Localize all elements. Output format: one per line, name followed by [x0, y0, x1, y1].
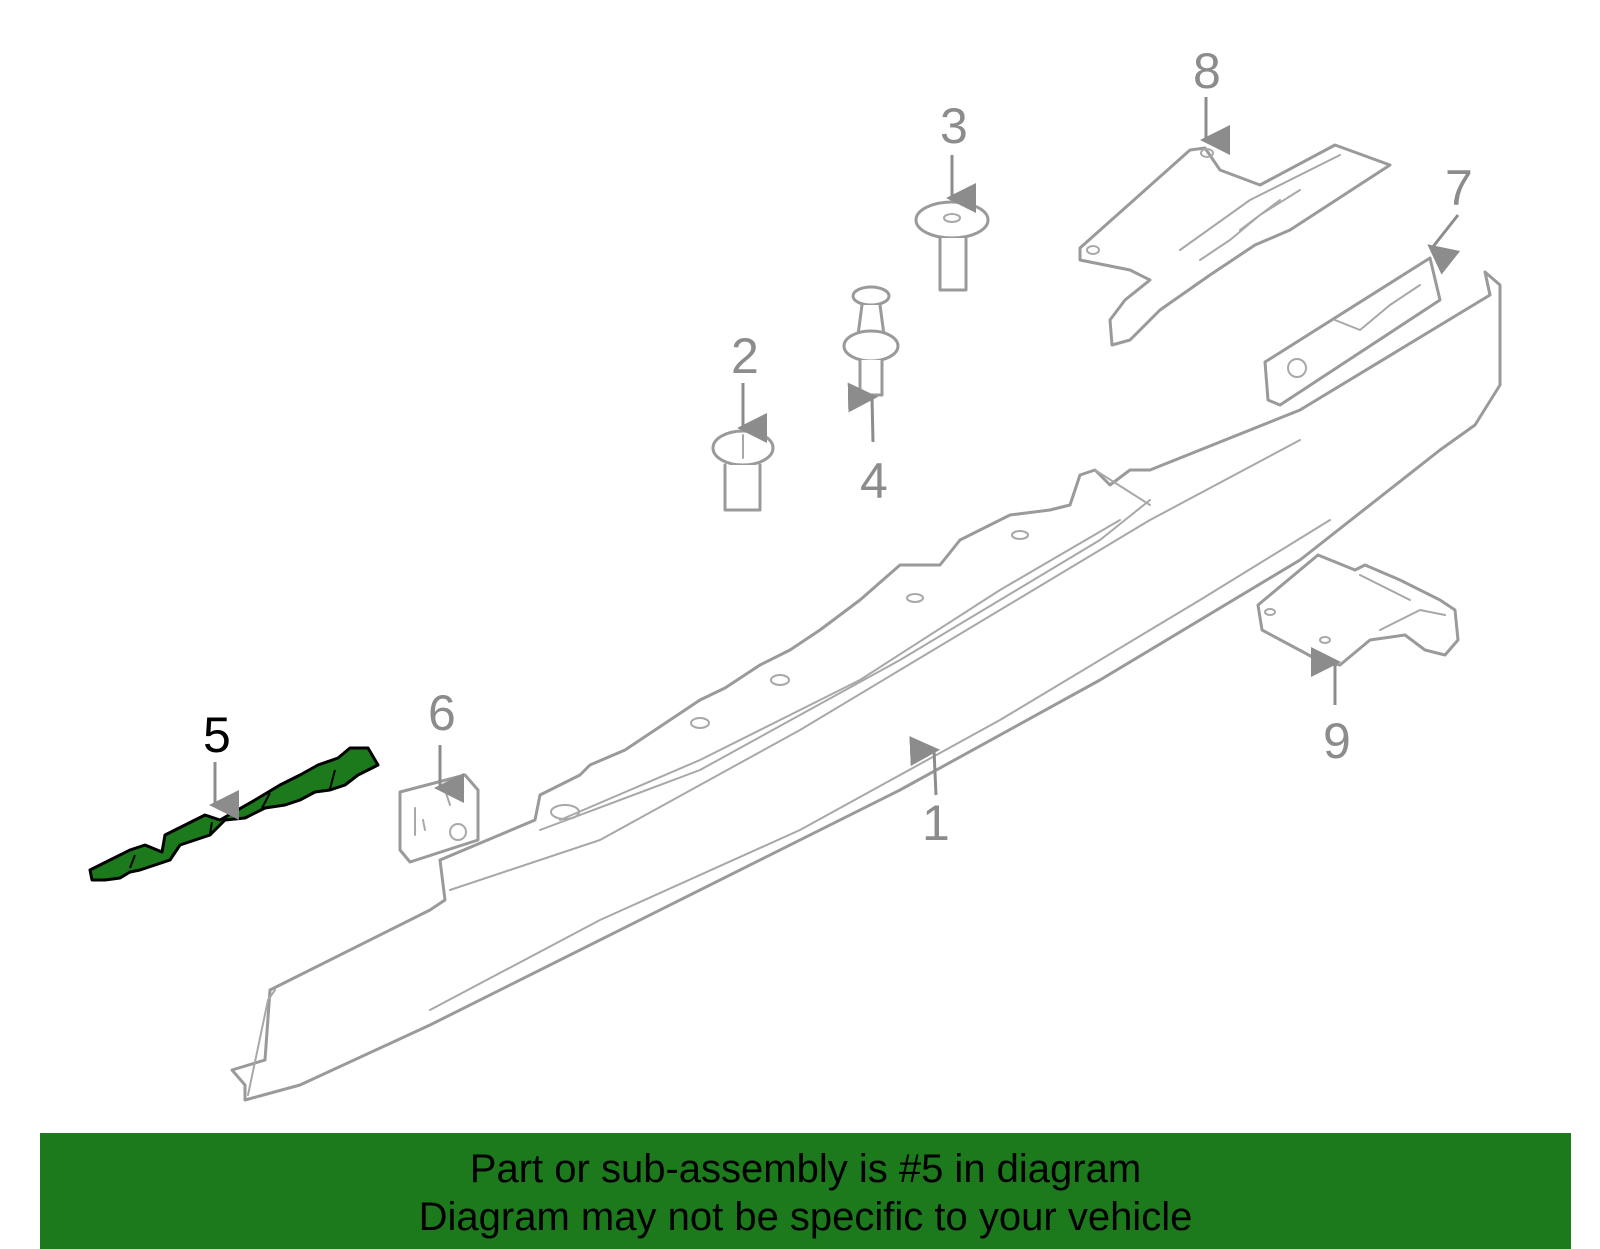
callout-1: 1 — [922, 795, 950, 851]
arrow-1 — [909, 736, 940, 796]
banner-line-part-note: Part or sub-assembly is #5 in diagram — [469, 1147, 1142, 1191]
part-7-end-cap[interactable] — [1263, 256, 1442, 407]
callout-3: 3 — [940, 98, 968, 154]
part-4-push-pin[interactable] — [842, 285, 900, 397]
info-banner: Part or sub-assembly is #5 in diagram Di… — [40, 1133, 1571, 1249]
callout-8: 8 — [1193, 43, 1221, 99]
part-9-lower-bracket[interactable] — [1256, 553, 1460, 667]
callout-labels: 1 2 3 4 5 6 7 8 9 — [203, 43, 1473, 851]
callout-7: 7 — [1445, 160, 1473, 216]
arrow-7 — [1427, 214, 1461, 275]
callout-5: 5 — [203, 707, 231, 763]
arrow-4 — [847, 382, 878, 443]
callout-arrows — [209, 97, 1461, 820]
callout-2: 2 — [731, 328, 759, 384]
part-2-clip[interactable] — [711, 429, 775, 512]
part-8-upper-bracket[interactable] — [1078, 143, 1392, 347]
callout-9: 9 — [1323, 713, 1351, 769]
part-1-rocker-panel[interactable] — [230, 270, 1502, 1102]
callout-4: 4 — [860, 453, 888, 509]
part-5-bracket-highlighted[interactable] — [88, 746, 380, 882]
part-3-rivet[interactable] — [914, 200, 990, 292]
callout-6: 6 — [428, 685, 456, 741]
banner-line-disclaimer: Diagram may not be specific to your vehi… — [418, 1195, 1193, 1239]
